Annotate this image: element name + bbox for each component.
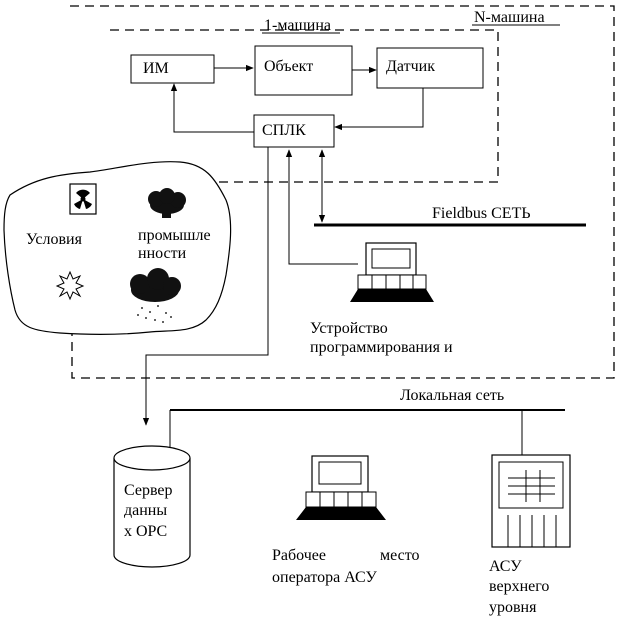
arrow-sensor-splk [334, 88, 424, 131]
rain-cloud-icon [130, 268, 181, 323]
server-label-line3: х OPC [124, 523, 168, 540]
radiation-icon [69, 183, 97, 215]
arrow-splk-im [170, 83, 254, 133]
operator-label-line3: оператора АСУ [272, 569, 377, 586]
one-machine-boundary [110, 29, 499, 183]
asu-label-line2: верхнего [489, 578, 550, 595]
asu-label-line1: АСУ [489, 558, 522, 575]
programming-device-computer-icon [350, 242, 434, 302]
arrow-programmer-splk [285, 149, 358, 265]
smoke-cloud-icon [148, 188, 186, 218]
one-machine-label: 1-машина [264, 17, 331, 34]
n-machine-label: N-машина [474, 9, 545, 26]
server-label-line1: Сервер [124, 482, 173, 499]
splk-label: СПЛК [262, 122, 306, 139]
operator-computer-icon [296, 455, 386, 520]
monitor-cabinet-icon [491, 454, 571, 548]
industry-label-line1: промышле [138, 227, 211, 244]
im-label: ИМ [143, 60, 169, 77]
operator-label-line2: место [380, 547, 420, 564]
fieldbus-label: Fieldbus СЕТЬ [432, 205, 531, 222]
server-label-line2: данны [124, 502, 168, 519]
sensor-box [376, 47, 484, 89]
n-machine-boundary [70, 5, 615, 379]
splk-box [253, 114, 335, 148]
arrow-splk-server [142, 147, 269, 426]
server-cylinder-icon [113, 445, 191, 568]
sensor-label: Датчик [386, 58, 435, 75]
object-label: Объект [264, 58, 314, 75]
explosion-icon [55, 270, 85, 301]
programmer-label-line2: программирования и [310, 339, 453, 356]
asu-label-line3: уровня [489, 599, 537, 616]
programmer-label-line1: Устройство [310, 320, 388, 337]
im-box [130, 54, 215, 84]
industry-label-line2: нности [138, 245, 187, 262]
local-network-label: Локальная сеть [400, 387, 505, 404]
conditions-label: Условия [26, 231, 82, 248]
operator-label-line1: Рабочее [272, 547, 326, 564]
